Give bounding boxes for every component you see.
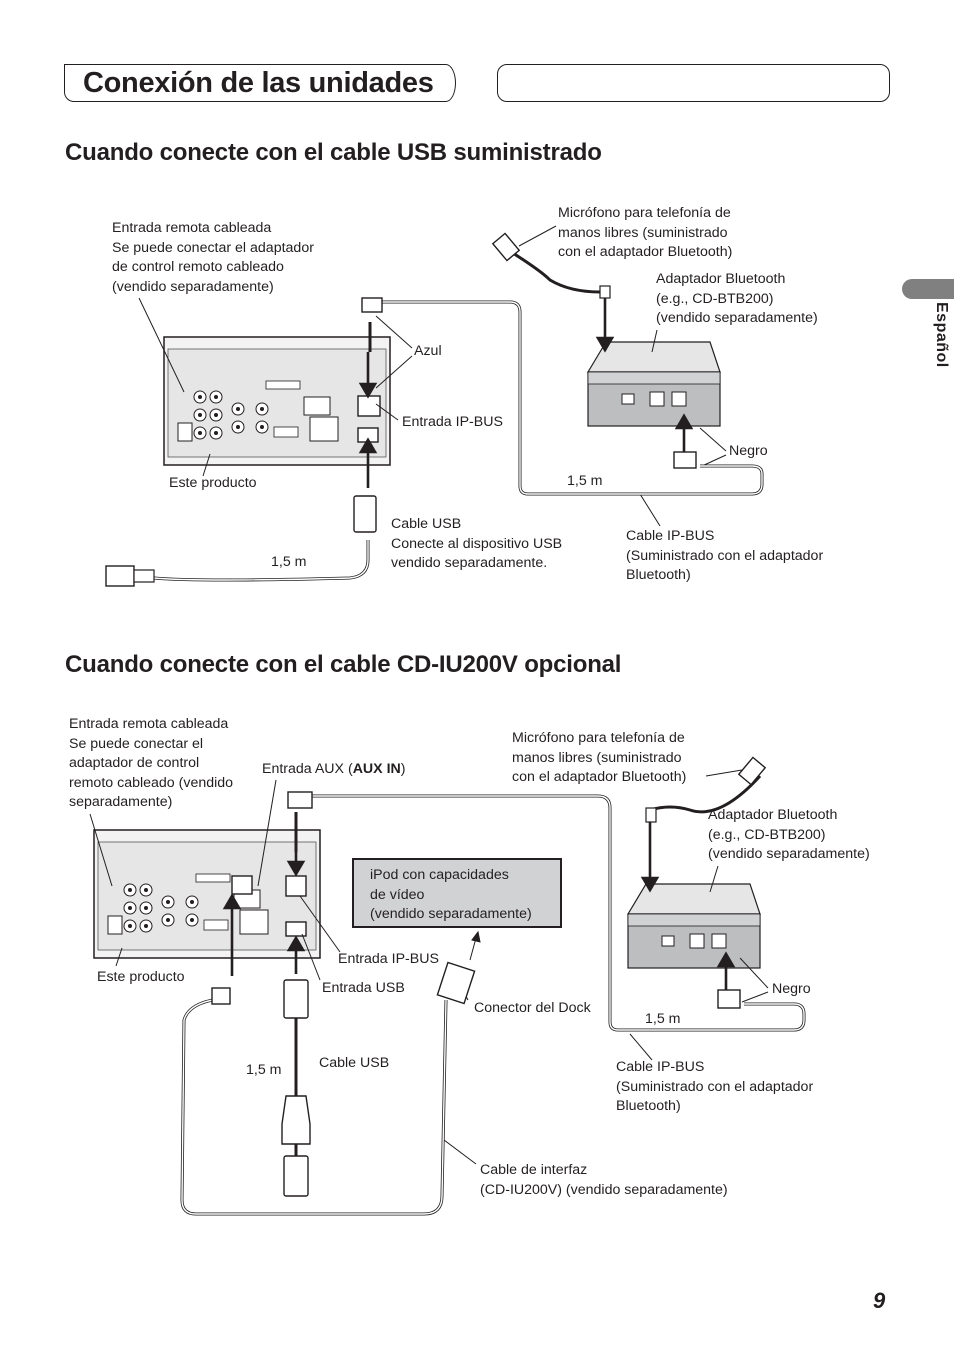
s2-ipod-label: iPod con capacidades de vídeo (vendido s…: [370, 867, 532, 922]
s2-microphone-label: Micrófono para telefonía de manos libres…: [512, 730, 687, 785]
s2-ipbus-length-label: 1,5 m: [645, 1011, 681, 1027]
s2-this-product-label: Este producto: [97, 969, 185, 985]
s2-remote-input-label: Entrada remota cableada Se puede conecta…: [69, 716, 234, 810]
s1-ipbus-input-label: Entrada IP-BUS: [402, 414, 503, 430]
s2-ipbus-cable-label: Cable IP-BUS (Suministrado con el adapta…: [616, 1059, 814, 1114]
header-empty-box: [497, 64, 890, 102]
s2-bluetooth-adapter-label: Adaptador Bluetooth (e.g., CD-BTB200) (v…: [708, 807, 870, 862]
s1-remote-input-label: Entrada remota cableada Se puede conecta…: [112, 220, 314, 295]
section1-heading: Cuando conecte con el cable USB suminist…: [65, 139, 602, 166]
s2-usb-input-label: Entrada USB: [322, 980, 405, 996]
page-number: 9: [873, 1288, 886, 1313]
s1-ipbus-length-label: 1,5 m: [567, 473, 603, 489]
s1-usb-length-label: 1,5 m: [271, 554, 307, 570]
language-tab-marker: [902, 279, 954, 299]
s1-black-label: Negro: [729, 443, 768, 459]
s1-this-product-label: Este producto: [169, 475, 257, 491]
s1-blue-label: Azul: [414, 343, 442, 359]
s2-usb-length-label: 1,5 m: [246, 1062, 282, 1078]
s2-ipod-box: iPod con capacidades de vídeo (vendido s…: [352, 858, 562, 928]
s1-microphone-label: Micrófono para telefonía de manos libres…: [558, 205, 733, 260]
page-title-box: Conexión de las unidades: [64, 64, 456, 102]
s2-ipbus-input-label: Entrada IP-BUS: [338, 951, 439, 967]
s2-aux-prefix: Entrada AUX (: [262, 761, 353, 777]
s2-aux-input-label: Entrada AUX (AUX IN): [262, 760, 406, 780]
language-tab: Español: [933, 302, 950, 368]
s2-dock-connector-label: Conector del Dock: [474, 1000, 591, 1016]
s1-usb-cable-label: Cable USB Conecte al dispositivo USB ven…: [391, 516, 563, 571]
s2-aux-suffix: ): [400, 761, 406, 777]
s2-interface-cable-label: Cable de interfaz (CD-IU200V) (vendido s…: [480, 1162, 728, 1198]
s1-bluetooth-adapter-label: Adaptador Bluetooth (e.g., CD-BTB200) (v…: [656, 271, 818, 326]
s2-usb-cable-label: Cable USB: [319, 1055, 390, 1071]
section2-heading: Cuando conecte con el cable CD-IU200V op…: [65, 651, 622, 678]
s1-ipbus-cable-label: Cable IP-BUS (Suministrado con el adapta…: [626, 528, 824, 583]
page-title: Conexión de las unidades: [83, 67, 434, 99]
s2-black-label: Negro: [772, 981, 811, 997]
s2-aux-bold: AUX IN: [352, 761, 401, 777]
